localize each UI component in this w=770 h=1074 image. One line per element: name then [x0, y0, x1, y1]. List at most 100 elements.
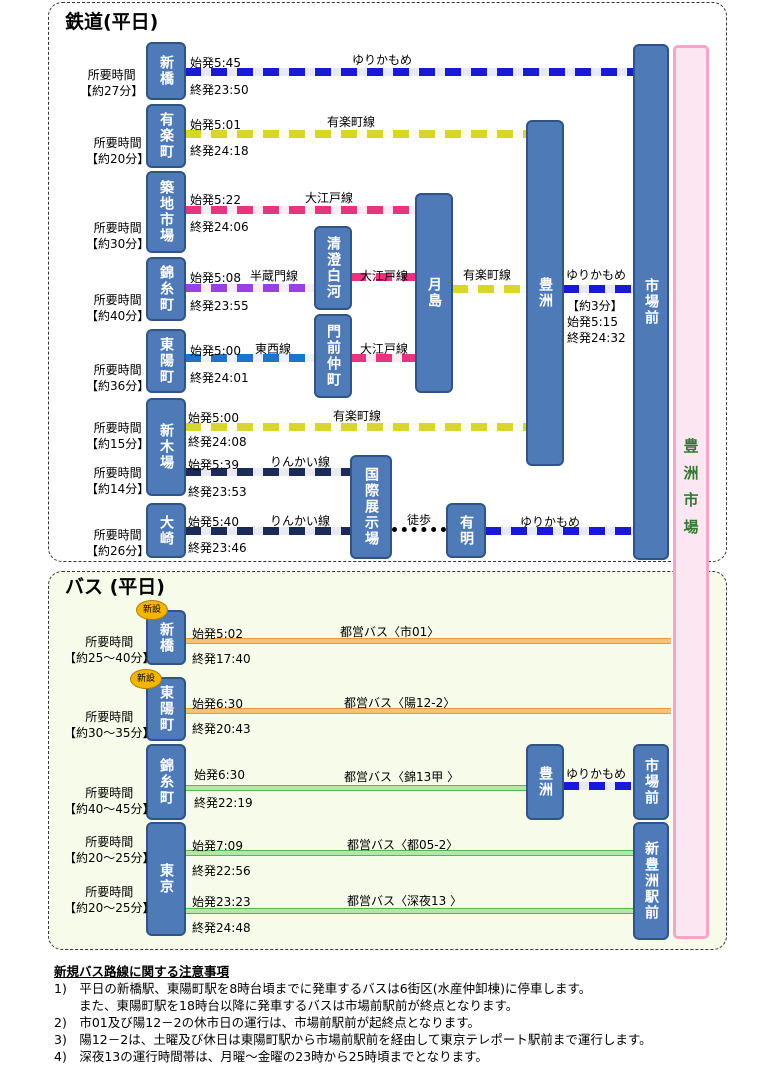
- line-label-oedo-3: 大江戸線: [360, 342, 409, 356]
- bus-stop-shintoyosu[interactable]: 新豊洲駅前: [633, 822, 669, 940]
- bus-route-name-3: 都営バス〈錦13甲 〉: [344, 770, 460, 784]
- toyosu-market-bar: 豊洲市場: [673, 45, 709, 939]
- route-time-osaki: 所要時間【約26分】: [86, 528, 150, 558]
- line-label-yurakucho-3: 有楽町線: [333, 409, 382, 423]
- first-train-shinkiba-yurakucho: 始発5:00: [188, 411, 239, 425]
- route-time-tsukiji: 所要時間【約30分】: [86, 221, 150, 251]
- station-toyosu[interactable]: 豊洲: [526, 120, 564, 466]
- bus-stop-toyosu[interactable]: 豊洲: [526, 744, 564, 820]
- note-item: 3) 陽12－2は、土曜及び休日は東陽町駅から市場前駅前を経由して東京テレポート…: [54, 1032, 652, 1047]
- oedo-line-monzen: [350, 354, 417, 362]
- bus-route-to05-2: [185, 850, 635, 856]
- notes-block: 新規バス路線に関する注意事項 1) 平日の新橋駅、東陽町駅を8時台頃までに発車す…: [54, 963, 652, 1065]
- yurikamome-line-bus: [563, 782, 635, 790]
- yurikamome-line-shimbashi: [185, 68, 635, 76]
- first-train-shinkiba-rinkai: 始発5:39: [188, 458, 239, 472]
- route-time-toyocho: 所要時間【約36分】: [86, 363, 150, 393]
- note-item: また、東陽町駅を18時台以降に発車するバスは市場前駅前が終点となります。: [54, 998, 519, 1013]
- note-item: 1) 平日の新橋駅、東陽町駅を8時台頃までに発車するバスは6街区(水産仲卸棟)に…: [54, 981, 592, 996]
- station-osaki[interactable]: 大崎: [146, 503, 186, 558]
- line-label-yurikamome-3: ゆりかもめ: [520, 515, 581, 529]
- new-badge-shimbashi: 新設: [136, 600, 168, 620]
- bus-last-kinshicho: 終発22:19: [194, 796, 253, 810]
- station-kokusai[interactable]: 国際展示場: [350, 455, 392, 559]
- rinkai-line-osaki: [185, 527, 352, 535]
- notes-title: 新規バス路線に関する注意事項: [54, 964, 230, 979]
- station-tsukiji[interactable]: 築地市場: [146, 171, 186, 253]
- station-ariake[interactable]: 有明: [446, 503, 486, 558]
- note-item: 2) 市01及び陽12－2の休市日の運行は、市場前駅前が起終点となります。: [54, 1015, 480, 1030]
- station-toyocho[interactable]: 東陽町: [146, 329, 186, 393]
- route-time-shinkiba-rinkai: 所要時間【約14分】: [86, 466, 150, 496]
- oedo-line-tsukiji: [185, 206, 417, 214]
- last-train-shimbashi: 終発23:50: [190, 83, 249, 97]
- new-badge-toyocho: 新設: [130, 669, 162, 689]
- yurakucho-line-shinkiba: [185, 423, 528, 431]
- route-time-kinshicho: 所要時間【約40分】: [86, 293, 150, 323]
- bus-last-tokyo-2: 終発24:48: [192, 921, 251, 935]
- bus-route-name-1: 都営バス〈市01〉: [340, 625, 440, 639]
- oedo-line-kiyosumi: [350, 273, 417, 281]
- bus-last-shimbashi: 終発17:40: [192, 652, 251, 666]
- hanzomon-line-kinshicho: [185, 284, 315, 292]
- bus-first-tokyo-1: 始発7:09: [192, 839, 243, 853]
- yurakucho-line-tsukishima: [452, 285, 528, 293]
- station-shijomae[interactable]: 市場前: [633, 44, 669, 560]
- station-tsukishima[interactable]: 月島: [415, 193, 453, 393]
- line-label-oedo-1: 大江戸線: [305, 191, 354, 205]
- line-label-hanzomon: 半蔵門線: [250, 269, 299, 283]
- last-train-shinkiba-yurakucho: 終発24:08: [188, 435, 247, 449]
- tozai-line-toyocho: [185, 354, 315, 362]
- bus-time-tokyo-2: 所要時間【約20～25分】: [64, 885, 155, 915]
- route-time-toyosu-link: 【約3分】 始発5:15 終発24:32: [567, 299, 626, 345]
- bus-time-shimbashi: 所要時間【約25～40分】: [64, 635, 155, 665]
- station-kiyosumi[interactable]: 清澄白河: [314, 226, 352, 310]
- bus-last-tokyo-1: 終発22:56: [192, 864, 251, 878]
- line-label-oedo-2: 大江戸線: [360, 269, 409, 283]
- bus-section-title: バス (平日): [65, 576, 165, 598]
- bus-first-shimbashi: 始発5:02: [192, 627, 243, 641]
- bus-time-kinshicho: 所要時間【約40～45分】: [64, 786, 155, 816]
- bus-yurikamome-label: ゆりかもめ: [566, 767, 627, 781]
- first-train-yurakucho: 始発5:01: [190, 118, 241, 132]
- first-train-tsukiji: 始発5:22: [190, 193, 241, 207]
- bus-stop-kinshicho[interactable]: 錦糸町: [146, 744, 186, 820]
- walk-path: [392, 527, 446, 532]
- bus-first-tokyo-2: 始発23:23: [192, 895, 251, 909]
- first-train-kinshicho: 始発5:08: [190, 271, 241, 285]
- first-train-shimbashi: 始発5:45: [190, 56, 241, 70]
- station-shimbashi[interactable]: 新橋: [146, 42, 186, 100]
- bus-route-name-5: 都営バス〈深夜13 〉: [347, 894, 463, 908]
- bus-first-kinshicho: 始発6:30: [194, 768, 245, 782]
- station-monzen[interactable]: 門前仲町: [314, 314, 352, 398]
- rail-section-title: 鉄道(平日): [65, 11, 159, 33]
- last-train-yurakucho: 終発24:18: [190, 144, 249, 158]
- line-label-walk: 徒歩: [407, 513, 432, 527]
- bus-route-name-4: 都営バス〈都05-2〉: [347, 838, 459, 852]
- line-label-yurikamome-2: ゆりかもめ: [566, 268, 627, 282]
- bus-stop-shijomae[interactable]: 市場前: [633, 744, 669, 820]
- first-train-toyocho: 始発5:00: [190, 344, 241, 358]
- last-train-toyocho: 終発24:01: [190, 371, 249, 385]
- bus-route-kin13: [185, 785, 528, 791]
- bus-time-tokyo-1: 所要時間【約20～25分】: [64, 835, 155, 865]
- line-label-rinkai-2: りんかい線: [270, 514, 331, 528]
- yurikamome-line-ariake: [485, 527, 635, 535]
- line-label-yurikamome-1: ゆりかもめ: [352, 53, 413, 67]
- last-train-kinshicho: 終発23:55: [190, 299, 249, 313]
- station-shinkiba[interactable]: 新木場: [146, 398, 186, 496]
- line-label-yurakucho-2: 有楽町線: [463, 268, 512, 282]
- route-time-shinkiba: 所要時間【約15分】: [86, 421, 150, 451]
- bus-last-toyocho: 終発20:43: [192, 722, 251, 736]
- bus-stop-tokyo[interactable]: 東京: [146, 822, 186, 936]
- route-time-yurakucho: 所要時間【約20分】: [86, 136, 150, 166]
- first-train-osaki: 始発5:40: [188, 515, 239, 529]
- station-kinshicho[interactable]: 錦糸町: [146, 257, 186, 321]
- station-yurakucho[interactable]: 有楽町: [146, 104, 186, 168]
- rinkai-line-shinkiba: [185, 468, 352, 476]
- bus-route-shinya13: [185, 908, 635, 914]
- bus-route-you12-2: [185, 708, 671, 714]
- bus-route-name-2: 都営バス〈陽12-2〉: [344, 696, 456, 710]
- bus-route-ichi01: [185, 638, 671, 644]
- rail-section: [48, 2, 727, 562]
